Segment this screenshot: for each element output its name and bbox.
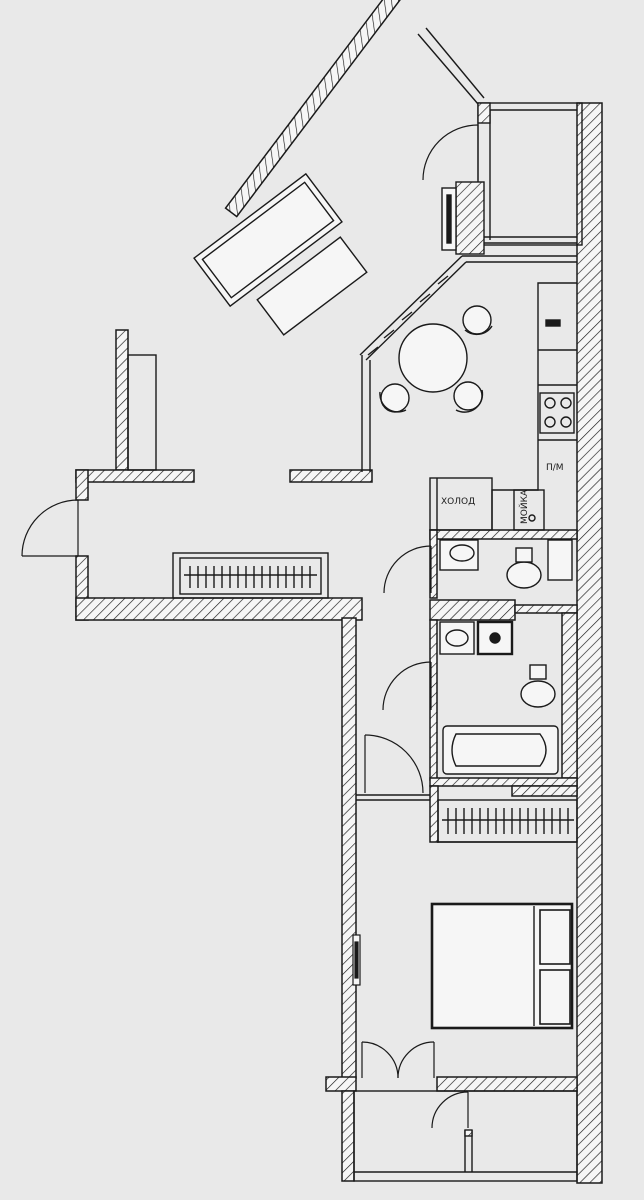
wall-bath-bottom: [429, 777, 578, 787]
sink: [513, 489, 545, 531]
wall-corridor-left: [341, 617, 357, 1079]
wall-wc-bottom: [429, 599, 516, 621]
wc-door: [383, 545, 432, 594]
bottom-balcony-door: [431, 1091, 469, 1129]
hall-wardrobe: [172, 552, 329, 599]
walls: [75, 0, 603, 1184]
bathroom-toilet: [520, 680, 556, 708]
dining-table: [398, 323, 468, 393]
bedroom-door: [364, 734, 424, 794]
entrance-door: [21, 499, 79, 557]
wall-bedroom-bottom-left: [325, 1076, 357, 1092]
wall-hall-bottom: [75, 597, 363, 621]
thin-walls: [127, 27, 583, 1182]
wall-living-left: [115, 329, 129, 471]
bathroom-door: [382, 661, 432, 711]
bottom-balcony: [353, 1090, 578, 1182]
wall-closet-left: [429, 785, 439, 843]
wall-exterior-right: [576, 102, 603, 1184]
wall-kitchen-bottom: [429, 529, 578, 540]
wall-balcony-bottom: [341, 1090, 355, 1182]
wall-bedroom-bottom-right: [436, 1076, 578, 1092]
coffee-table: [256, 236, 368, 336]
wc-toilet: [506, 561, 542, 589]
wall-hall-top-left: [75, 469, 195, 483]
hall-wardrobe-hangers: [184, 566, 317, 588]
bathroom-fixtures: [439, 620, 559, 775]
bed: [430, 902, 574, 1030]
wall-wc-bottom-right: [514, 604, 578, 614]
stove: [539, 392, 575, 434]
wall-exterior-slanted: [224, 0, 513, 218]
bathtub: [442, 725, 559, 775]
sofa: [193, 172, 343, 308]
fridge: [429, 477, 493, 531]
dining-set: [379, 305, 493, 413]
wc-fixtures: [439, 539, 573, 589]
loggia-door: [422, 124, 479, 181]
sink-label: МОЙКА: [518, 489, 530, 524]
wall-bath-right: [561, 612, 578, 779]
kitchen-appliances: [539, 319, 575, 434]
wall-hall-top-right: [289, 469, 373, 483]
wall-bath-bottom-right: [511, 785, 578, 797]
doors: [21, 124, 479, 1129]
bedroom-wardrobe: [437, 799, 578, 843]
loggia-frame: [477, 102, 583, 246]
labels: ХОЛОД МОЙКА П/М: [441, 463, 564, 524]
kitchen-sink-tap: [545, 319, 561, 327]
dishwasher-label: П/М: [546, 463, 564, 473]
wall-hall-left-upper: [75, 469, 89, 501]
balcony-double-door: [361, 1041, 435, 1079]
fridge-label: ХОЛОД: [441, 497, 475, 507]
